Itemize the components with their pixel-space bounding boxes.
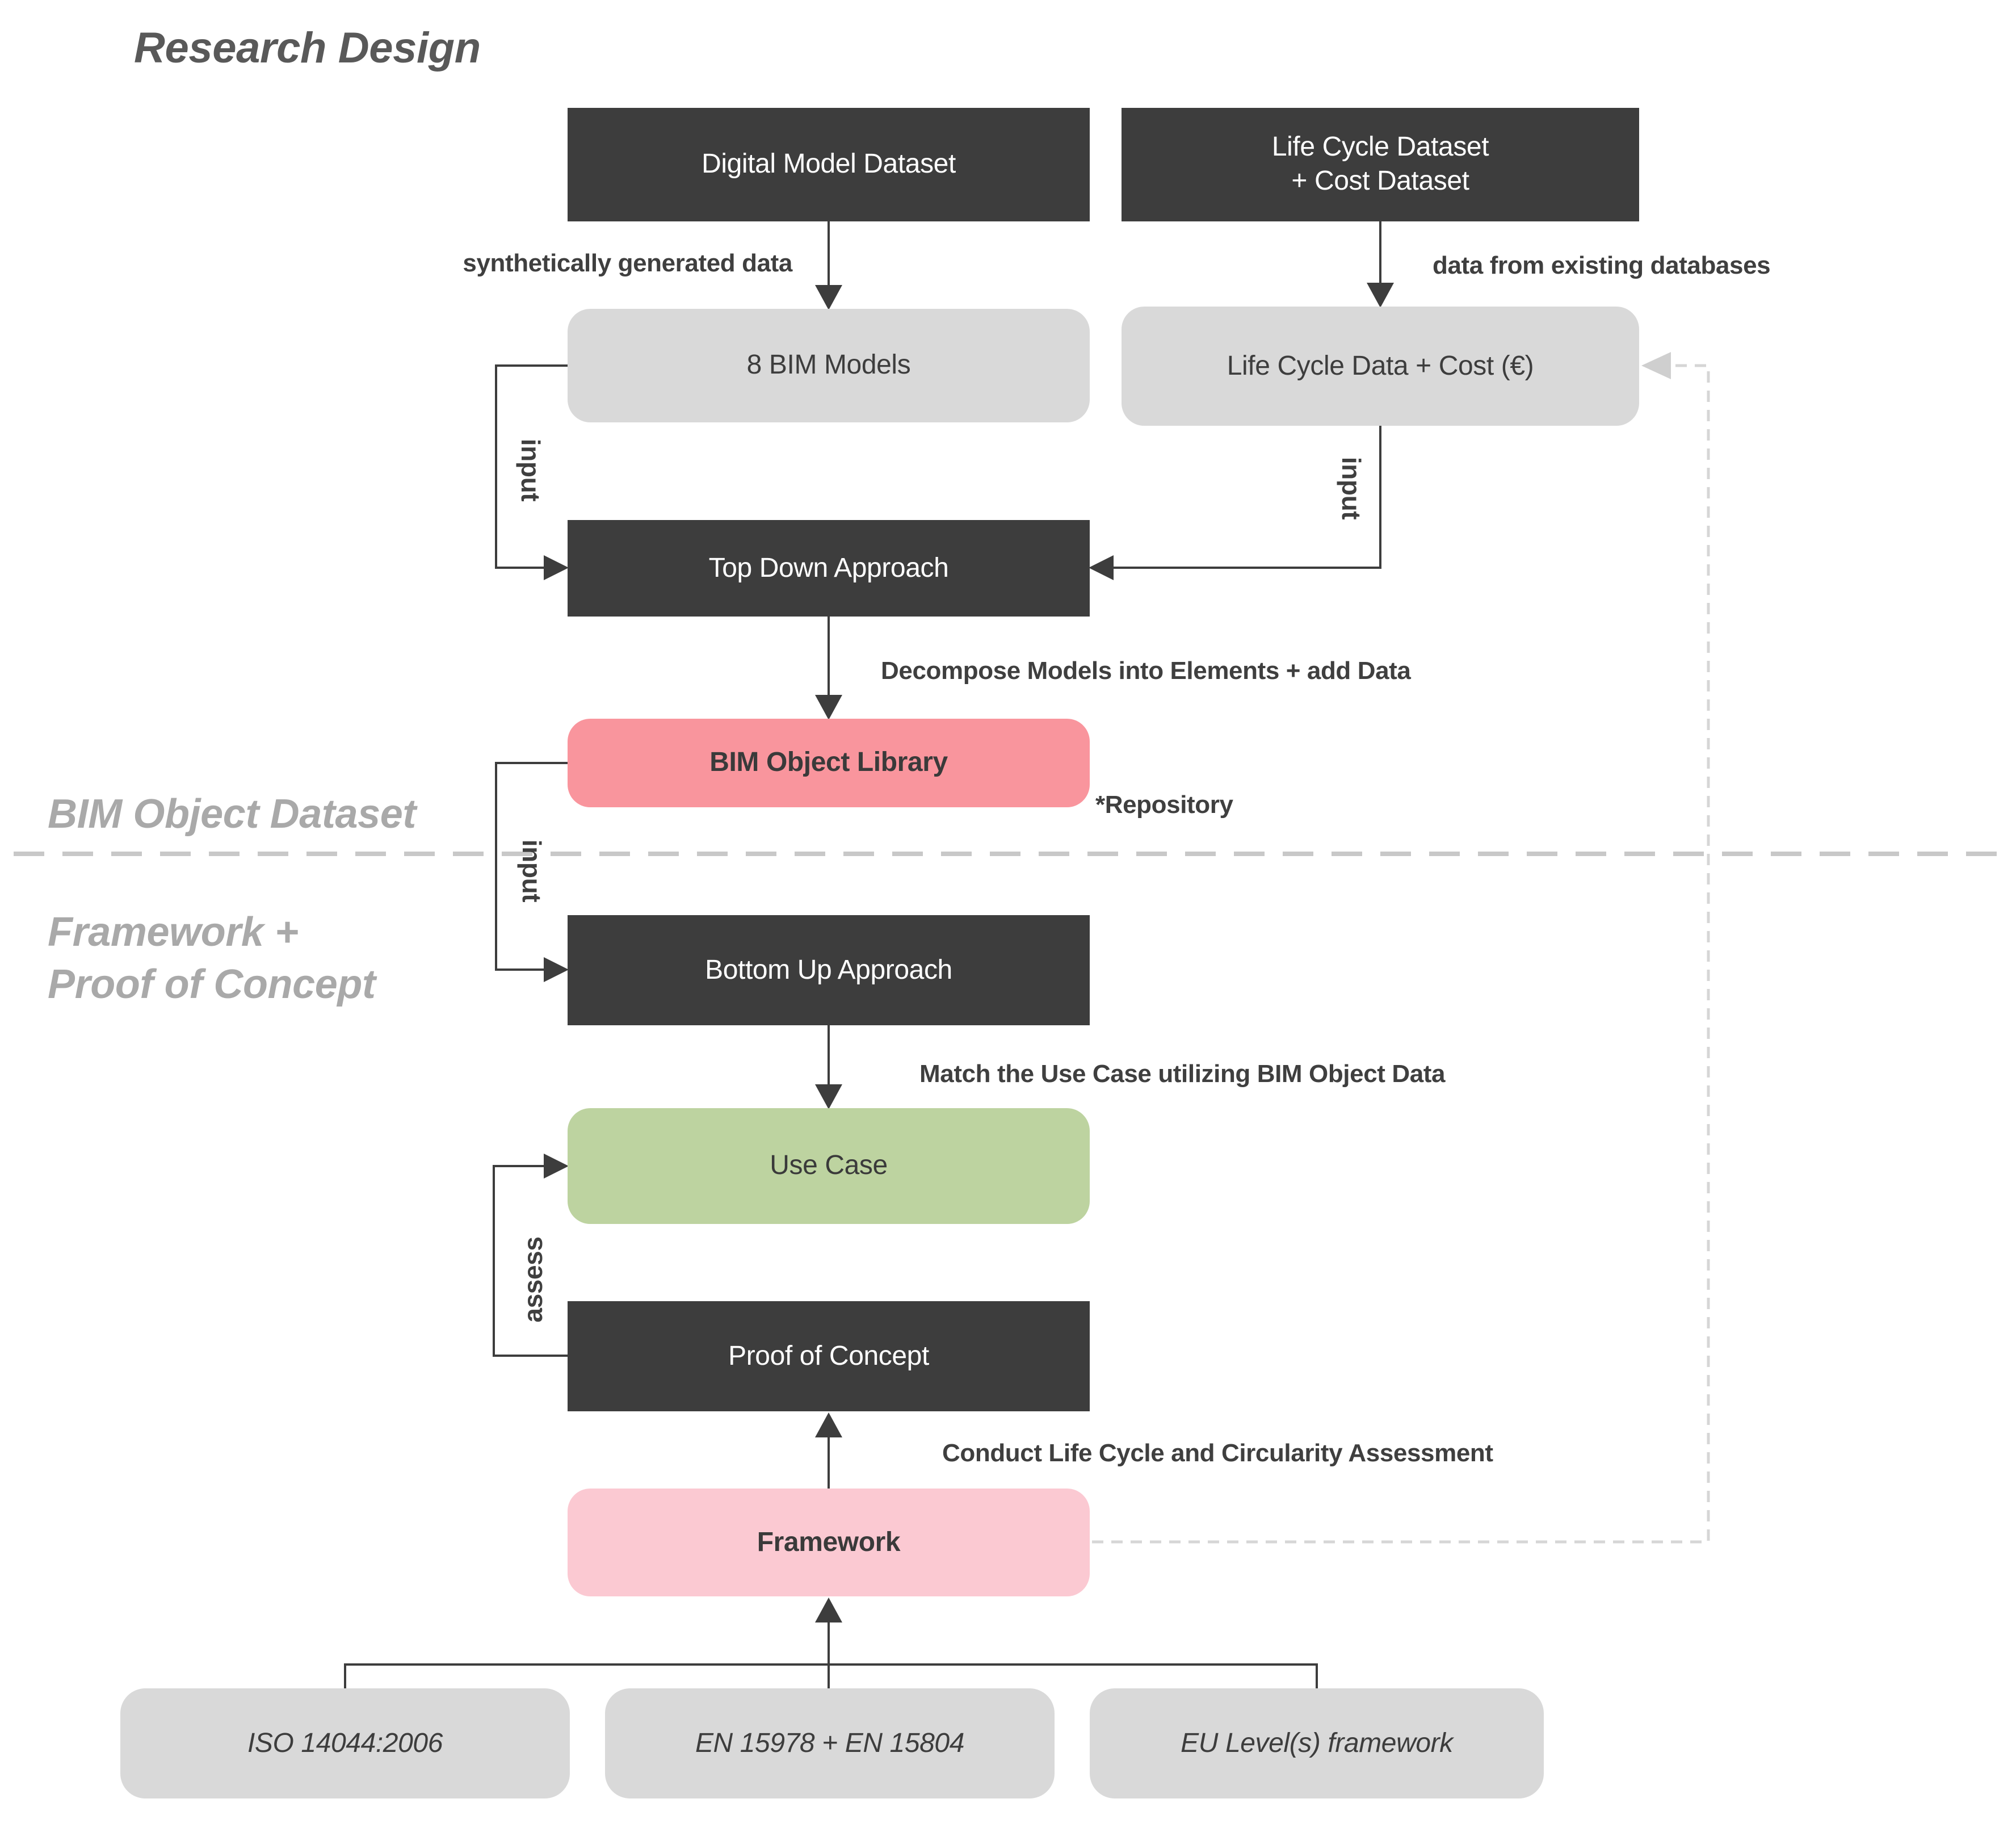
node-label: EU Level(s) framework <box>1181 1728 1453 1758</box>
feedback-dashed-line <box>1092 364 1710 1544</box>
annotation-existing-databases: data from existing databases <box>1433 251 1771 279</box>
node-top-down-approach: Top Down Approach <box>568 520 1090 617</box>
node-iso-14044: ISO 14044:2006 <box>120 1688 570 1798</box>
node-en-standards: EN 15978 + EN 15804 <box>605 1688 1055 1798</box>
node-label: Proof of Concept <box>728 1340 929 1371</box>
node-label: Life Cycle Data + Cost (€) <box>1227 350 1534 381</box>
arrowhead-bottom-up-to-use-case <box>815 1084 842 1109</box>
input-line-lifecycle-data-to-top-down <box>1114 426 1381 569</box>
annotation-match-use-case: Match the Use Case utilizing BIM Object … <box>919 1059 1446 1088</box>
section-label-line2: Proof of Concept <box>48 961 376 1007</box>
node-life-cycle-data-cost: Life Cycle Data + Cost (€) <box>1122 307 1639 426</box>
arrowhead-bim-models-to-top-down <box>544 555 569 580</box>
node-8-bim-models: 8 BIM Models <box>568 309 1090 422</box>
node-life-cycle-cost-dataset: Life Cycle Dataset + Cost Dataset <box>1122 108 1639 221</box>
node-label: EN 15978 + EN 15804 <box>695 1728 965 1758</box>
section-label-bim-object-dataset: BIM Object Dataset <box>48 790 416 837</box>
arrowhead-lifecycle-dataset-to-lifecycle-data <box>1367 283 1394 308</box>
node-label: Bottom Up Approach <box>705 954 952 985</box>
label-input-left: input <box>516 438 545 502</box>
arrowhead-standards-to-framework <box>815 1598 842 1622</box>
node-bim-object-library: BIM Object Library <box>568 719 1090 807</box>
node-bottom-up-approach: Bottom Up Approach <box>568 915 1090 1025</box>
node-label: Top Down Approach <box>708 552 949 583</box>
node-framework: Framework <box>568 1489 1090 1596</box>
page-title: Research Design <box>134 25 481 73</box>
label-assess: assess <box>518 1236 548 1323</box>
node-label: Framework <box>757 1527 901 1557</box>
annotation-repository: *Repository <box>1095 790 1233 819</box>
arrowhead-assess-to-use-case <box>544 1154 569 1179</box>
node-label-line1: Life Cycle Dataset <box>1271 132 1489 162</box>
arrowhead-lifecycle-data-to-top-down <box>1089 555 1114 580</box>
node-label: BIM Object Library <box>709 747 948 778</box>
feedback-arrowhead <box>1641 352 1671 379</box>
node-eu-levels-framework: EU Level(s) framework <box>1090 1688 1544 1798</box>
node-digital-model-dataset: Digital Model Dataset <box>568 108 1090 221</box>
label-input-right: input <box>1337 456 1366 520</box>
node-use-case: Use Case <box>568 1108 1090 1224</box>
annotation-conduct-assessment: Conduct Life Cycle and Circularity Asses… <box>942 1439 1493 1467</box>
input-bracket-bim-models-to-top-down <box>495 364 568 569</box>
node-label: 8 BIM Models <box>746 350 911 380</box>
standards-connector-line <box>344 1663 1318 1688</box>
section-label-framework-poc: Framework + Proof of Concept <box>48 906 376 1011</box>
arrowhead-top-down-to-bim-object-library <box>815 695 842 720</box>
node-label: Digital Model Dataset <box>702 149 956 179</box>
node-label: ISO 14044:2006 <box>247 1728 443 1758</box>
arrowhead-framework-to-proof-of-concept <box>815 1412 842 1437</box>
arrowhead-bim-object-library-to-bottom-up <box>544 957 569 982</box>
assess-bracket-proof-of-concept-to-use-case <box>493 1165 568 1357</box>
input-bracket-bim-object-library-to-bottom-up <box>495 762 568 971</box>
node-proof-of-concept: Proof of Concept <box>568 1301 1090 1411</box>
node-label: Use Case <box>770 1150 888 1181</box>
annotation-synthetic-data: synthetically generated data <box>463 249 792 277</box>
node-label-line2: + Cost Dataset <box>1291 166 1469 196</box>
label-input-middle: input <box>517 839 547 903</box>
section-label-line1: Framework + <box>48 908 299 955</box>
arrowhead-digital-model-to-bim-models <box>815 285 842 310</box>
annotation-decompose: Decompose Models into Elements + add Dat… <box>881 656 1411 685</box>
